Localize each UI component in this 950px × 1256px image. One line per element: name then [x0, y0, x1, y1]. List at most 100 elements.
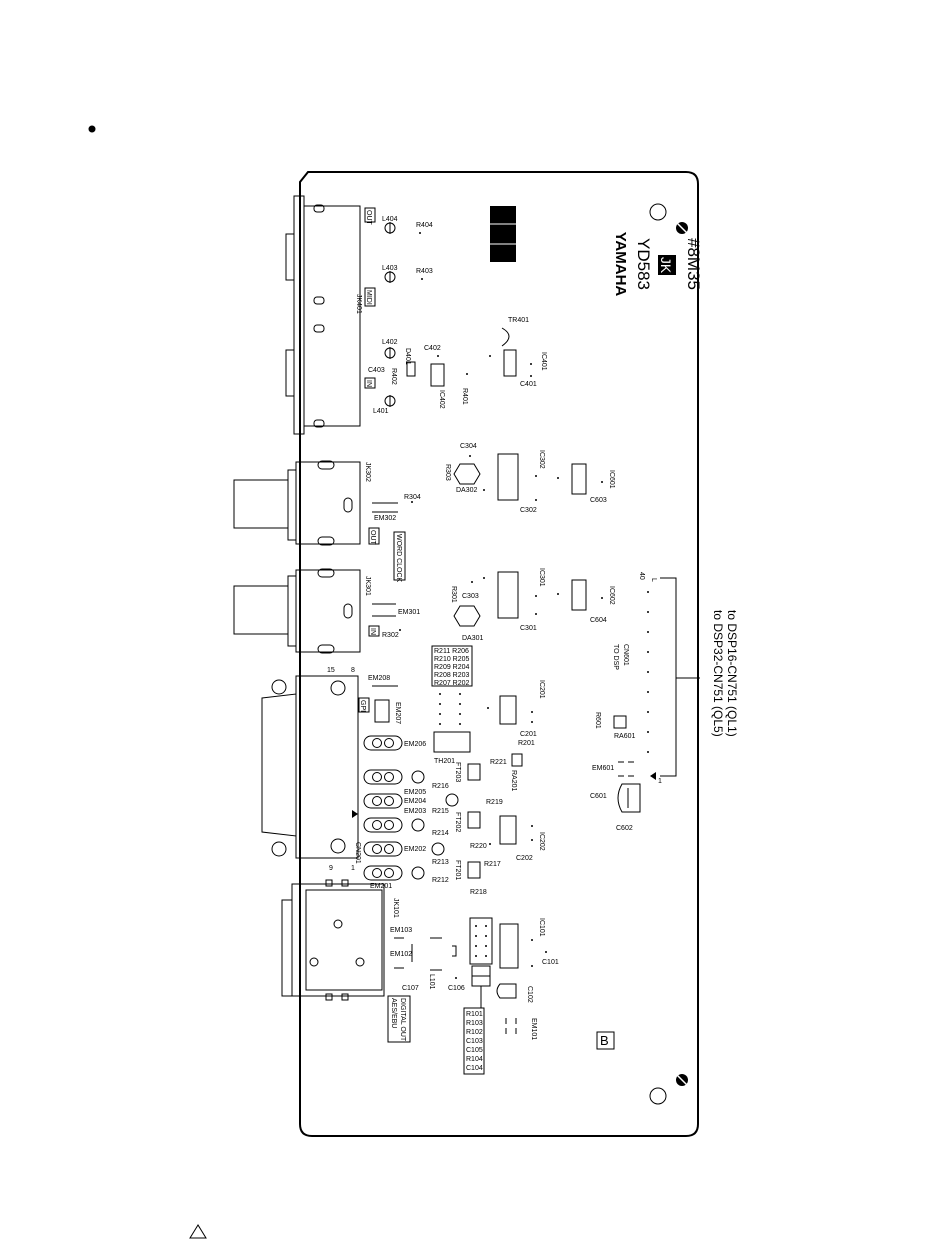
ferrite-r213 [431, 842, 445, 856]
em204-ref: EM204 [404, 798, 426, 805]
barcode-block [490, 206, 516, 262]
resistor-pads [439, 693, 461, 725]
wc-out-jack-ref: JK302 [364, 462, 371, 482]
gpi-jack-ref: CN201 [354, 842, 361, 864]
ic101-ref: IC101 [538, 918, 545, 937]
res-block-row: R209 R204 [434, 664, 470, 671]
c101-ref: C101 [542, 959, 559, 966]
wc-in-connector [233, 568, 361, 654]
em208-ref: EM208 [368, 675, 390, 682]
emi-filter-em204 [363, 793, 403, 809]
cn601-title: TO DSP [612, 644, 619, 670]
c602-ref: C602 [616, 825, 633, 832]
l101-ref: L101 [428, 974, 435, 990]
transistor-tr401 [501, 327, 510, 347]
code-label: JK [658, 257, 674, 274]
ic301-ref: IC301 [538, 568, 545, 587]
c601-body [617, 783, 641, 813]
gpi-pin-15: 15 [327, 667, 335, 674]
ic301-body [497, 571, 519, 619]
warning-triangle-icon [189, 1224, 207, 1239]
ic202-ref: IC202 [538, 832, 545, 851]
da302-body [453, 463, 481, 485]
emi-filter-em206 [363, 735, 403, 751]
l401-ref: L401 [373, 408, 389, 415]
wc-in-jack-ref: JK301 [364, 576, 371, 596]
gpi-pin-1: 1 [351, 865, 355, 872]
r212-ref: R212 [432, 877, 449, 884]
em202-ref: EM202 [404, 846, 426, 853]
r303-ref: R303 [444, 464, 451, 481]
cn601-pads [647, 591, 649, 753]
aes-pad-block [469, 917, 493, 965]
ic602-ref: IC602 [608, 586, 615, 605]
ic201-ref: IC201 [538, 680, 545, 699]
aes-part-box [471, 975, 491, 987]
ft202-ref: FT202 [454, 812, 461, 832]
r402-ref: R402 [390, 368, 397, 385]
tr401-ref: TR401 [508, 317, 529, 324]
res-block-row: R211 R206 [434, 648, 469, 655]
da301-ref: DA301 [462, 635, 484, 642]
th201-ref: TH201 [434, 758, 455, 765]
r304-ref: R304 [404, 494, 421, 501]
ft201-ref: FT201 [454, 860, 461, 880]
mounting-hole [649, 203, 667, 221]
side-mark-label: B [600, 1033, 609, 1048]
cn601-pin-40: 40 [638, 572, 645, 580]
em206-ref: EM206 [404, 741, 426, 748]
c402-ref: C402 [424, 345, 441, 352]
c403-ref: C403 [368, 367, 385, 374]
ra601-body [613, 715, 627, 729]
l403-ref: L403 [382, 265, 398, 272]
part-number-label: #8M35 [684, 238, 703, 290]
ferrite-r216 [411, 770, 425, 784]
cn601-pin-1: 1 [658, 778, 662, 785]
ft201-body [467, 861, 481, 879]
emi-filter-em201 [363, 865, 403, 881]
em205-ref: EM205 [404, 789, 426, 796]
th201-body [433, 731, 471, 753]
code-badge [658, 255, 676, 275]
ferrite-r219 [445, 793, 459, 807]
gpi-connector [261, 675, 359, 859]
ic302-body [497, 453, 519, 501]
aes-connector [281, 879, 385, 1001]
em207-body [374, 699, 390, 723]
ferrite-r212 [411, 866, 425, 880]
em101-body [505, 1018, 517, 1034]
ic101-body [499, 923, 519, 969]
inductor-l402 [384, 347, 396, 359]
em201-ref: EM201 [370, 883, 392, 890]
c304-ref: C304 [460, 443, 477, 450]
c102-body [496, 983, 517, 999]
d401-ref: D401 [404, 348, 411, 365]
gpi-label: GPI [359, 700, 366, 712]
word-clock-label: WORD CLOCK [395, 534, 402, 583]
ft202-body [467, 811, 481, 829]
em302-ref: EM302 [374, 515, 396, 522]
em601-ref: EM601 [592, 765, 614, 772]
ic402-body [430, 363, 445, 387]
side-mark-box [596, 1031, 615, 1050]
midi-label: MIDI [365, 290, 372, 305]
c401-ref: C401 [520, 381, 537, 388]
brand-label: YAMAHA [612, 232, 629, 297]
gpi-pin-9: 9 [329, 865, 333, 872]
cn601-note-ql1: to DSP16-CN751 (QL1) [725, 610, 739, 737]
em103-ref: EM103 [390, 927, 412, 934]
svg-text:L: L [650, 578, 657, 582]
r220-ref: R220 [470, 843, 487, 850]
board-outline [299, 171, 699, 1137]
r401-ref: R401 [461, 388, 468, 405]
ic302-ref: IC302 [538, 450, 545, 469]
r601-ref: R601 [594, 712, 601, 729]
ic201-body [499, 695, 517, 725]
r404-ref: R404 [416, 222, 433, 229]
ra601-ref: RA601 [614, 733, 636, 740]
inductor-l404 [384, 222, 396, 234]
ft203-body [467, 763, 481, 781]
fastener-icon [675, 221, 689, 235]
cn601-bracket [660, 577, 677, 777]
